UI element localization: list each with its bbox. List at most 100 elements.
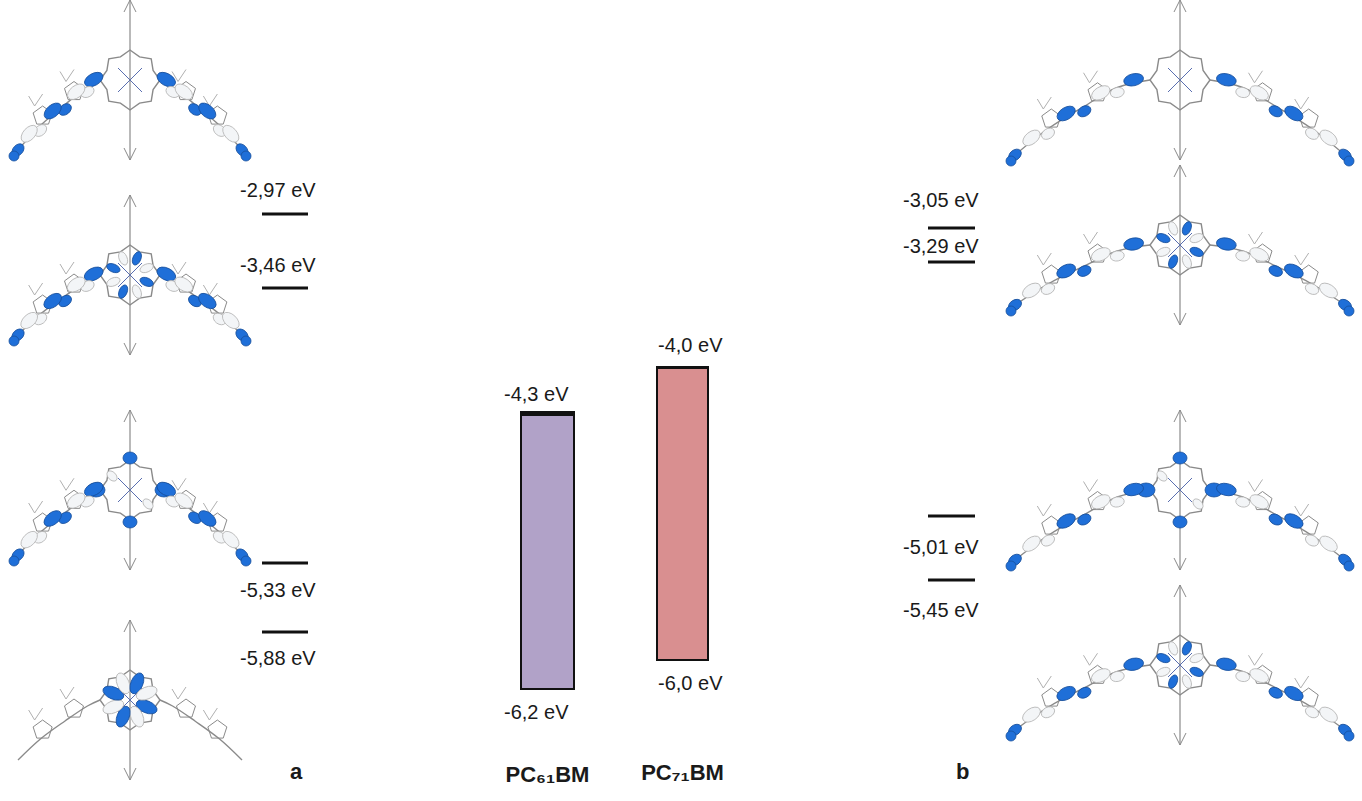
energy-value: -5,01 eV — [903, 535, 979, 559]
skeleton — [60, 70, 74, 82]
orbital-lobe — [1055, 261, 1078, 281]
skeleton — [1084, 232, 1098, 244]
orbital-lobe — [220, 528, 243, 551]
orbital-lobe — [1006, 306, 1016, 316]
skeleton — [60, 262, 74, 274]
skeleton — [172, 687, 186, 699]
orbital-lobe — [1155, 469, 1169, 483]
skeleton — [124, 195, 136, 207]
orbital-lobe — [139, 262, 155, 275]
skeleton — [124, 620, 136, 632]
orbital-lobe — [1317, 280, 1340, 301]
orbital-lobe — [41, 290, 64, 311]
energy-level — [928, 579, 975, 582]
skeleton — [1150, 50, 1210, 110]
orbital-lobe — [1167, 254, 1180, 270]
orbital-lobe — [117, 250, 130, 266]
orbital-lobe — [1123, 482, 1145, 498]
orbital-lobe — [1155, 652, 1171, 665]
orbital-lobe — [219, 309, 242, 331]
skeleton — [1037, 97, 1051, 109]
orbital-lobe — [1039, 126, 1056, 142]
panel-letter: a — [290, 760, 302, 784]
skeleton — [118, 68, 142, 92]
orbital-lobe — [1006, 731, 1016, 741]
panel-letter: b — [956, 760, 969, 784]
skeleton — [1295, 676, 1309, 688]
skeleton — [1249, 480, 1263, 492]
molecule-orbital — [9, 195, 251, 355]
orbital-lobe — [1317, 533, 1340, 555]
skeleton — [160, 700, 242, 760]
orbital-lobe — [1282, 103, 1305, 124]
energy-value: -3,05 eV — [903, 188, 979, 212]
orbital-lobe — [1181, 640, 1194, 656]
orbital-lobe — [41, 100, 64, 122]
skeleton — [160, 275, 242, 335]
orbital-lobe — [1317, 127, 1340, 149]
material-name: PC₆₁BM — [506, 763, 590, 787]
skeleton — [176, 699, 195, 717]
skeleton — [100, 670, 160, 730]
orbital-lobe — [131, 284, 144, 300]
acceptor-band: -4,3 eV-6,2 eVPC₆₁BM — [520, 411, 575, 690]
orbital-lobe — [1248, 666, 1271, 686]
orbital-lobe — [113, 671, 133, 696]
orbital-lobe — [9, 556, 19, 566]
orbital-lobe — [220, 122, 242, 145]
orbital-lobe — [134, 683, 159, 703]
energy-value: -5,88 eV — [240, 646, 316, 670]
orbital-lobe — [1189, 232, 1205, 245]
orbital-lobe — [9, 336, 19, 346]
molecule-orbital — [9, 0, 251, 161]
material-name: PC₇₁BM — [641, 761, 724, 785]
skeleton — [1015, 665, 1150, 730]
orbital-lobe — [1235, 86, 1251, 99]
orbital-lobe — [9, 151, 19, 161]
orbital-lobe — [1076, 512, 1093, 527]
skeleton — [1037, 253, 1051, 265]
orbital-lobe — [123, 516, 137, 528]
skeleton — [1037, 676, 1051, 688]
orbital-lobe — [1304, 281, 1321, 296]
orbital-lobe — [1109, 670, 1125, 683]
skeleton — [1174, 733, 1186, 745]
orbital-lobe — [196, 100, 219, 122]
orbital-lobe — [1155, 232, 1171, 245]
skeleton — [1249, 71, 1263, 83]
skeleton — [1168, 233, 1192, 257]
skeleton — [124, 148, 136, 160]
skeleton — [1084, 71, 1098, 83]
orbital-lobe — [1167, 674, 1180, 690]
energy-level — [928, 227, 975, 230]
energy-level — [928, 515, 975, 518]
orbital-lobe — [1020, 127, 1043, 149]
skeleton — [29, 708, 43, 720]
orbital-lobe — [155, 479, 178, 499]
orbital-lobe — [1155, 666, 1171, 679]
orbital-lobe — [1167, 220, 1180, 236]
orbital-lobe — [1006, 156, 1016, 166]
molecule-orbital — [9, 410, 251, 570]
orbital-lobe — [1167, 640, 1180, 656]
orbital-lobe — [1235, 496, 1251, 509]
energy-value: -6,0 eV — [658, 671, 722, 695]
skeleton — [160, 80, 242, 150]
skeleton — [1249, 232, 1263, 244]
energy-value: -5,45 eV — [903, 598, 979, 622]
orbital-lobe — [1189, 666, 1205, 679]
skeleton — [1150, 460, 1210, 520]
acceptor-band: -4,0 eV-6,0 eVPC₇₁BM — [656, 366, 709, 661]
skeleton — [1174, 410, 1186, 422]
orbital-lobe — [1076, 685, 1093, 700]
orbital-lobe — [1076, 264, 1093, 279]
orbital-lobe — [241, 556, 251, 566]
orbital-lobe — [18, 122, 40, 145]
orbital-lobe — [1181, 674, 1194, 690]
skeleton — [1084, 653, 1098, 665]
energy-level — [262, 562, 308, 565]
orbital-lobe — [1344, 561, 1354, 571]
energy-value: -3,29 eV — [903, 234, 979, 258]
skeleton — [124, 768, 136, 780]
orbital-lobe — [1235, 670, 1251, 683]
